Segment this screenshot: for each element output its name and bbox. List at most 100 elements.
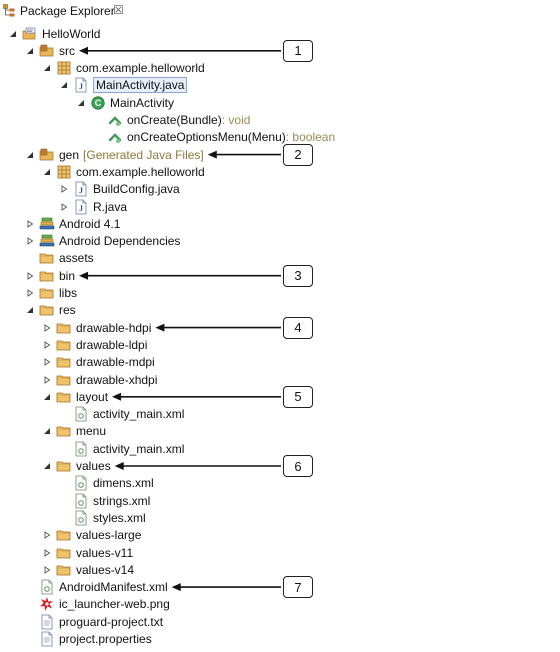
panel-title: Package Explorer: [20, 4, 115, 18]
tree-item[interactable]: HelloWorld: [8, 25, 100, 42]
tree-item-label: MainActivity.java: [93, 77, 188, 94]
expand-arrow-icon[interactable]: [25, 46, 35, 56]
tree-item-label: drawable-xhdpi: [76, 372, 158, 387]
folder-icon: [39, 268, 55, 284]
tree-item[interactable]: activity_main.xml: [59, 440, 184, 457]
folder-icon: [56, 372, 72, 388]
callout-number-box: 2: [283, 143, 313, 166]
expand-arrow-icon[interactable]: [42, 63, 52, 73]
tree-item[interactable]: project.properties: [25, 631, 152, 648]
tree-item[interactable]: AndroidManifest.xml: [25, 579, 168, 596]
tree-item[interactable]: gen[Generated Java Files]: [25, 146, 204, 163]
tree-item-label: src: [59, 43, 75, 58]
class-icon: C: [90, 95, 106, 111]
package-explorer-tab[interactable]: Package Explorer ☒: [0, 0, 560, 22]
tree-item[interactable]: drawable-mdpi: [42, 354, 155, 371]
tree-item-label: proguard-project.txt: [59, 614, 164, 629]
expand-arrow-icon[interactable]: [42, 392, 52, 402]
expand-arrow-icon[interactable]: [42, 167, 52, 177]
folder-icon: [39, 250, 55, 266]
tree-spacer: [59, 409, 69, 419]
tree-item[interactable]: drawable-ldpi: [42, 336, 147, 353]
tree-item-label: project.properties: [59, 632, 152, 646]
tree-item[interactable]: activity_main.xml: [59, 406, 184, 423]
tree-item[interactable]: values: [42, 458, 111, 475]
collapse-arrow-icon[interactable]: [42, 548, 52, 558]
tree-item[interactable]: J BuildConfig.java: [59, 181, 180, 198]
tree-item[interactable]: src: [25, 42, 75, 59]
tree-item[interactable]: values-v11: [42, 544, 133, 561]
callout-number-box: 5: [283, 385, 313, 408]
tree-item[interactable]: strings.xml: [59, 492, 150, 509]
java-file-icon: J: [73, 77, 89, 93]
expand-arrow-icon[interactable]: [76, 98, 86, 108]
collapse-arrow-icon[interactable]: [42, 530, 52, 540]
collapse-arrow-icon[interactable]: [42, 340, 52, 350]
tree-item[interactable]: com.example.helloworld: [42, 163, 205, 180]
tree-item[interactable]: layout: [42, 388, 108, 405]
tree-item-label: bin: [59, 268, 76, 283]
callout-number-box: 1: [283, 39, 313, 62]
tree-item[interactable]: values-v14: [42, 561, 134, 578]
project-icon: [22, 26, 38, 42]
expand-arrow-icon[interactable]: [25, 305, 35, 315]
label-decoration: [Generated Java Files]: [83, 147, 204, 162]
package-icon: [56, 164, 72, 180]
tree-item[interactable]: bin: [25, 267, 75, 284]
tree-spacer: [59, 444, 69, 454]
tree-item[interactable]: proguard-project.txt: [25, 613, 163, 630]
tree-item[interactable]: J MainActivity.java: [59, 77, 188, 94]
collapse-arrow-icon[interactable]: [25, 288, 35, 298]
tree-item[interactable]: onCreate(Bundle) : void: [93, 112, 250, 129]
collapse-arrow-icon[interactable]: [59, 184, 69, 194]
expand-arrow-icon[interactable]: [59, 80, 69, 90]
svg-text:J: J: [79, 186, 83, 195]
tree-item-label: values-large: [76, 528, 142, 543]
tree-item[interactable]: drawable-xhdpi: [42, 371, 157, 388]
tree-item[interactable]: values-large: [42, 527, 141, 544]
tree-item[interactable]: Android 4.1: [25, 215, 120, 232]
return-type-label: : void: [221, 113, 251, 127]
collapse-arrow-icon[interactable]: [42, 375, 52, 385]
expand-arrow-icon[interactable]: [42, 461, 52, 471]
collapse-arrow-icon[interactable]: [25, 236, 35, 246]
library-icon: [39, 216, 55, 232]
tree-item[interactable]: menu: [42, 423, 106, 440]
tree-spacer: [93, 132, 103, 142]
tree-item[interactable]: libs: [25, 285, 77, 302]
expand-arrow-icon[interactable]: [8, 29, 18, 39]
tree-item[interactable]: Android Dependencies: [25, 233, 180, 250]
tree-item[interactable]: dimens.xml: [59, 475, 154, 492]
tree-item-label: Android Dependencies: [59, 234, 181, 249]
folder-icon: [39, 285, 55, 301]
tree-item[interactable]: com.example.helloworld: [42, 60, 205, 77]
tree-item[interactable]: ic_launcher-web.png: [25, 596, 170, 613]
collapse-arrow-icon[interactable]: [59, 202, 69, 212]
callout-number-box: 4: [283, 316, 313, 339]
collapse-arrow-icon[interactable]: [25, 271, 35, 281]
collapse-arrow-icon[interactable]: [42, 323, 52, 333]
tree-item[interactable]: res: [25, 302, 76, 319]
svg-text:J: J: [79, 82, 83, 91]
close-icon[interactable]: ☒: [113, 3, 124, 17]
expand-arrow-icon[interactable]: [25, 150, 35, 160]
tree-item-label: BuildConfig.java: [93, 182, 180, 197]
tree-item-label: values: [76, 459, 111, 473]
tree-item[interactable]: styles.xml: [59, 509, 146, 526]
tree-item-label: drawable-hdpi: [76, 320, 152, 335]
folder-icon: [56, 389, 72, 405]
return-type-label: : boolean: [285, 130, 336, 145]
tree-item-label: values-v11: [76, 545, 134, 560]
tree-item[interactable]: assets: [25, 250, 94, 267]
collapse-arrow-icon[interactable]: [25, 219, 35, 229]
collapse-arrow-icon[interactable]: [42, 357, 52, 367]
package-explorer-icon: [3, 4, 15, 17]
tree-item[interactable]: onCreateOptionsMenu(Menu) : boolean: [93, 129, 335, 146]
source-folder-icon: [39, 147, 55, 163]
collapse-arrow-icon[interactable]: [42, 565, 52, 575]
svg-text:C: C: [95, 98, 102, 108]
tree-item[interactable]: drawable-hdpi: [42, 319, 151, 336]
expand-arrow-icon[interactable]: [42, 426, 52, 436]
